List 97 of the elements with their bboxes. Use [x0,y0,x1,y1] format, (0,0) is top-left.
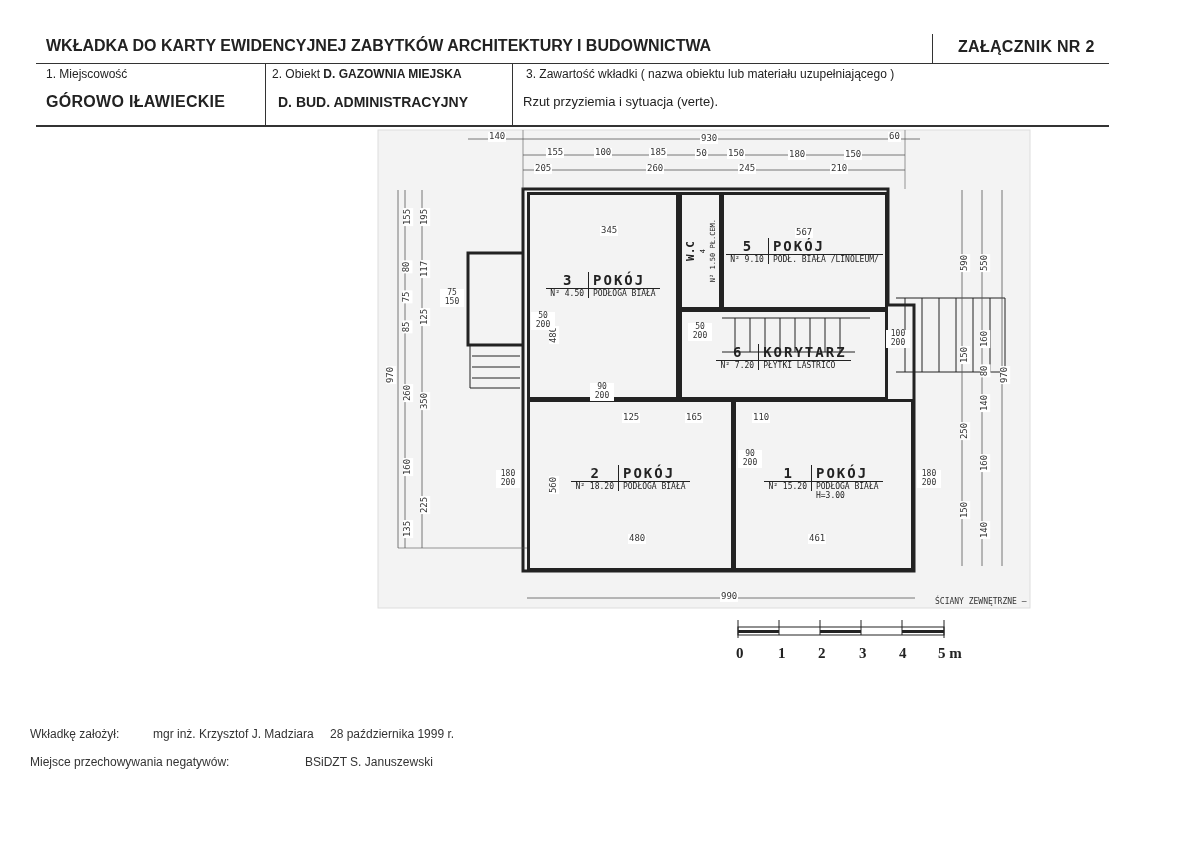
opening-size: 50 200 [688,323,712,341]
dimension: 80 [980,364,991,378]
dimension: 140 [980,393,991,413]
dimension: 165 [685,413,704,423]
dimension: 550 [980,253,991,273]
dimension: 140 [980,520,991,540]
dimension: 260 [403,383,414,403]
dimension: 225 [420,495,431,515]
floor-finish: PŁYTKI LASTRICO [762,361,837,371]
dimension: 125 [420,307,431,327]
opening-size: 90 200 [738,450,762,468]
dimension: 85 [402,320,413,334]
room-height: H=3.00 [814,491,846,501]
room-name: POKÓJ [589,271,660,289]
scale-number: 3 [859,645,867,662]
dimension: 160 [403,457,414,477]
opening-size: 90 200 [590,383,614,401]
dimension: 590 [960,253,971,273]
dimension: 345 [600,226,619,236]
room-outline [679,192,722,310]
dimension: 970 [1000,365,1011,385]
field-label: 3. Zawartość wkładki ( nazwa obiektu lub materiału uzupełniającego ) [526,68,895,82]
room-name: KORYTARZ [759,344,851,362]
room-area: N² 4.50 [546,288,590,298]
dimension: 150 [727,149,746,159]
room-area: N² 15.20 [764,482,812,492]
floor-finish: PODŁOGA BIAŁA [592,288,657,298]
dimension: 560 [549,475,560,495]
dimension: 110 [752,413,771,423]
dimension: 50 [695,149,708,159]
dimension: 260 [646,164,665,174]
opening-size: 75 150 [440,289,464,307]
form-title: WKŁADKA DO KARTY EWIDENCYJNEJ ZABYTKÓW ARCHITEKTURY I BUDOWNICTWA [46,37,712,55]
dimension: 350 [420,391,431,411]
room-label: W.C [684,241,697,261]
scale-number: 2 [818,645,826,662]
opening-size: 100 200 [886,330,910,348]
place-name: GÓROWO IŁAWIECKIE [46,93,226,111]
room-area: N² 18.20 [571,482,619,492]
dimension: 970 [386,365,397,385]
scale-number: 1 [778,645,786,662]
annex-number: ZAŁĄCZNIK NR 2 [958,38,1095,56]
room-name: POKÓJ [811,465,883,483]
date-text: 28 października 1999 r. [330,728,455,742]
field-label: Wkładkę założył: [30,728,120,742]
dimension: 195 [420,207,431,227]
object-field: 2. Obiekt D. GAZOWNIA MIEJSKA [272,68,462,82]
dimension: 155 [403,207,414,227]
dimension: 150 [960,345,971,365]
dimension: 245 [738,164,757,174]
scale-number: 5 m [938,645,962,662]
content-text: Rzut przyziemia i sytuacja (verte). [523,95,719,110]
author-name: mgr inż. Krzysztof J. Madziara [153,728,314,742]
room-number: 5 [726,237,769,255]
floor-finish: PODŁOGA BIAŁA [621,482,687,492]
dimension: 150 [844,150,863,160]
dimension: 185 [649,148,668,158]
opening-size: 180 200 [917,470,941,488]
dimension: 990 [720,592,739,602]
opening-size: 50 200 [531,312,555,330]
dimension: 117 [420,259,431,279]
dimension: 180 [788,150,807,160]
dimension: 567 [795,228,814,238]
dimension: 160 [980,329,991,349]
dimension: 135 [403,519,414,539]
floor-finish: PODŁOGA BIAŁA [814,482,880,492]
dimension: 125 [622,413,641,423]
dimension: 60 [888,132,901,142]
dimension: 480 [628,534,647,544]
room-outline [721,192,888,310]
field-label: Miejsce przechowywania negatywów: [30,756,230,770]
dimension: 140 [488,132,507,142]
room-name: POKÓJ [618,465,690,483]
field-label: 1. Miejscowość [46,68,128,82]
dimension: 250 [960,421,971,441]
archive-name: BSiDZT S. Januszewski [305,756,433,770]
dimension: 80 [402,260,413,274]
dimension: 155 [546,148,565,158]
dimension: 930 [700,134,719,144]
room-number: 1 [764,465,812,483]
scale-number: 4 [899,645,907,662]
floor-finish: PODŁ. BIAŁA /LINOLEUM/ [771,254,880,264]
dimension: 75 [402,290,413,304]
dimension: 150 [960,500,971,520]
room-number: 2 [571,465,619,483]
dimension: 210 [830,164,849,174]
dimension: 160 [980,453,991,473]
dimension: 205 [534,164,553,174]
room-area: N² 9.10 [726,254,769,264]
scale-number: 0 [736,645,744,662]
dimension: 100 [594,148,613,158]
object-name: D. BUD. ADMINISTRACYJNY [278,95,469,111]
room-number: 6 [716,344,760,362]
dimension: 461 [808,534,827,544]
room-number: 3 [546,271,590,289]
opening-size: 180 200 [496,470,520,488]
room-area: N² 7.20 [716,361,760,371]
